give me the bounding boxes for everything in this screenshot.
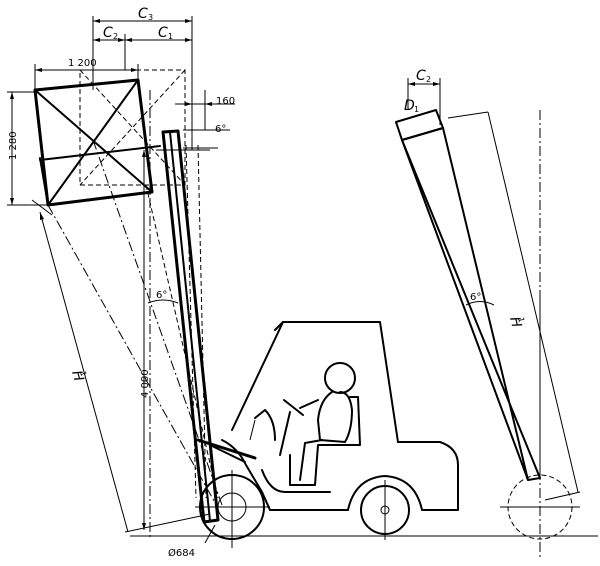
right-angle-label: 6°: [470, 292, 481, 303]
c1-label: C: [158, 25, 168, 41]
c3-sub: 3: [148, 13, 153, 22]
right-tilt-schematic: C 2 D 1 6° H 1: [395, 68, 581, 560]
c2-sub: 2: [113, 32, 118, 41]
wheel-diameter-label: Ø684: [168, 547, 195, 559]
right-c2-label: C: [416, 68, 426, 84]
right-h1-label: H: [506, 315, 524, 330]
tilted-load: [33, 78, 161, 207]
wheel-diameter-callout: Ø684: [168, 524, 216, 559]
forklift-mast: [145, 129, 220, 524]
right-c2-sub: 2: [426, 75, 431, 84]
forklift-body: [195, 321, 459, 548]
c2-label: C: [103, 25, 113, 41]
height-label: 1 280: [8, 131, 19, 160]
lift-height-dimension: 4 000: [140, 150, 151, 530]
construction-lines: [47, 90, 223, 540]
lift-height-label: 4 000: [140, 369, 151, 398]
right-d-label: D: [404, 98, 415, 114]
mast-offset-dims: 160 6°: [175, 90, 235, 149]
h1-label-left: H: [68, 369, 86, 384]
angle-mid: 6°: [147, 290, 179, 304]
angle-mid-label: 6°: [156, 290, 167, 301]
right-h1-sub: 1: [516, 316, 526, 323]
width-label: 1 200: [68, 58, 97, 69]
angle-top-label: 6°: [215, 124, 226, 135]
c3-label: C: [138, 6, 148, 22]
h1-dimension-left: H 1: [31, 199, 211, 533]
right-d-sub: 1: [414, 105, 419, 114]
top-dimensions: C 3 C 2 C 1: [92, 6, 193, 150]
h1-sub-left: 1: [78, 370, 88, 377]
load-dimensions: 1 200 1 280: [7, 58, 139, 206]
offset-160-label: 160: [216, 96, 235, 107]
operator: [249, 362, 361, 486]
c1-sub: 1: [168, 32, 173, 41]
